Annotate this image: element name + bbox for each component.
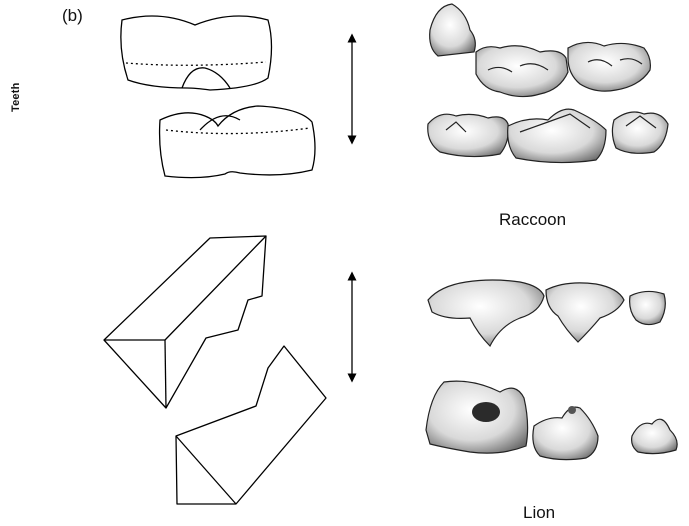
raccoon-lower-teeth-illustration — [428, 109, 668, 162]
lion-upper-teeth-illustration — [428, 280, 665, 346]
raccoon-upper-teeth-illustration — [430, 4, 651, 97]
lion-upper-blade-schematic — [104, 236, 266, 408]
lion-lower-teeth-illustration — [426, 381, 677, 459]
raccoon-lower-tooth-schematic — [160, 106, 315, 178]
raccoon-upper-tooth-schematic — [121, 16, 272, 90]
lion-lower-blade-schematic — [176, 346, 326, 504]
